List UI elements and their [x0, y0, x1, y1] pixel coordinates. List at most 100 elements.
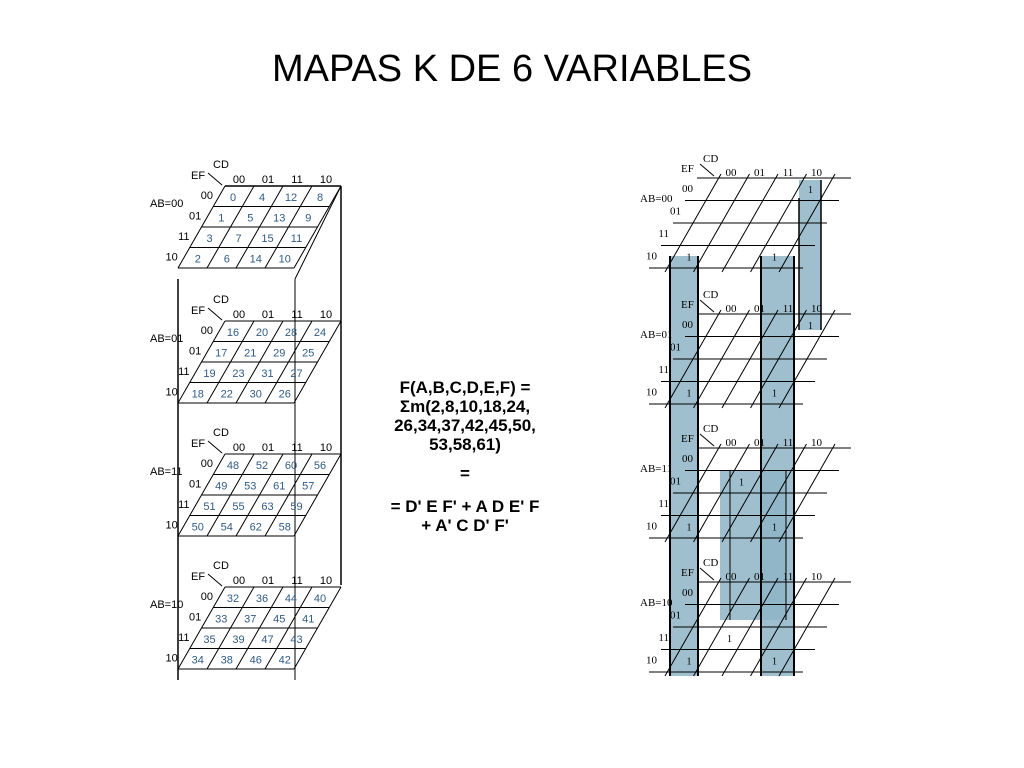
left-col-header: 01: [262, 309, 274, 321]
left-grid-line: [177, 586, 226, 670]
left-grid-line: [177, 453, 226, 537]
right-one-mark: 1: [687, 253, 692, 264]
left-grid-line: [235, 453, 284, 537]
right-col-header: 10: [811, 571, 823, 583]
right-one-mark: 1: [772, 253, 777, 264]
right-one-mark: 1: [772, 657, 777, 668]
right-cd-label: CD: [703, 557, 718, 569]
right-grid-line: [750, 309, 807, 409]
left-minterm-number: 59: [290, 501, 302, 513]
left-minterm-number: 32: [227, 593, 239, 605]
right-grid-line: [721, 577, 779, 677]
left-minterm-number: 9: [305, 213, 311, 225]
left-minterm-number: 33: [215, 614, 227, 626]
slide-title: MAPAS K DE 6 VARIABLES: [271, 48, 753, 90]
right-ef-label: EF: [681, 567, 694, 579]
left-minterm-number: 7: [235, 233, 241, 245]
boolean-equation: F(A,B,C,D,E,F) = Σm(2,8,10,18,24, 26,34,…: [360, 378, 570, 535]
left-grid-line: [177, 320, 226, 404]
left-grid-line: [206, 586, 255, 670]
right-col-header: 10: [811, 167, 823, 179]
left-minterm-number: 28: [285, 327, 297, 339]
equation-equals: =: [460, 464, 470, 483]
left-minterm-number: 15: [261, 233, 273, 245]
left-minterm-number: 1: [218, 213, 224, 225]
left-col-header: 10: [320, 309, 332, 321]
right-col-header: 00: [726, 437, 738, 449]
left-row-header: 00: [201, 190, 213, 202]
right-grid-line: [778, 173, 836, 273]
left-minterm-number: 37: [244, 614, 256, 626]
left-minterm-number: 50: [192, 522, 204, 534]
right-corner-line: [699, 163, 715, 177]
left-col-header: 10: [320, 442, 332, 454]
left-row-header: 11: [178, 499, 189, 511]
left-minterm-number: 61: [273, 481, 285, 493]
left-row-header: 01: [189, 346, 201, 358]
right-grid-line: [750, 173, 807, 273]
left-minterm-number: 35: [203, 634, 215, 646]
left-col-header: 00: [233, 174, 245, 186]
right-one-mark: 1: [808, 321, 813, 332]
left-minterm-number: 47: [261, 634, 273, 646]
left-minterm-number: 27: [290, 368, 302, 380]
right-one-mark: 1: [772, 389, 777, 400]
left-col-header: 00: [233, 442, 245, 454]
left-minterm-number: 26: [279, 389, 291, 401]
right-highlight-prism: [799, 180, 821, 330]
right-col-header: 11: [783, 167, 794, 179]
left-grid-line: [293, 586, 342, 670]
right-ab-label: AB=10: [640, 597, 673, 609]
right-row-header: 10: [646, 521, 658, 533]
left-minterm-number: 49: [215, 481, 227, 493]
right-grid-line: [693, 309, 750, 409]
left-col-header: 01: [262, 174, 274, 186]
left-cd-label: CD: [213, 159, 229, 171]
left-minterm-number: 3: [206, 233, 212, 245]
left-cd-label: CD: [213, 560, 229, 572]
left-grid-line: [264, 320, 313, 404]
left-minterm-number: 53: [244, 481, 256, 493]
right-ab-label: AB=11: [640, 463, 672, 475]
left-cd-label: CD: [213, 294, 229, 306]
left-minterm-number: 63: [261, 501, 273, 513]
left-ab-label: AB=10: [150, 599, 183, 611]
left-minterm-number: 40: [314, 593, 326, 605]
left-grid-line: [293, 185, 342, 269]
right-col-header: 10: [811, 437, 823, 449]
left-grid-line: [177, 185, 226, 269]
left-minterm-number: 14: [250, 254, 262, 266]
right-col-header: 11: [783, 437, 794, 449]
left-minterm-number: 48: [227, 460, 239, 472]
left-grid-line: [206, 453, 255, 537]
left-minterm-number: 31: [261, 368, 273, 380]
left-ef-label: EF: [191, 571, 205, 583]
left-col-header: 11: [291, 309, 302, 321]
left-ab-label: AB=01: [150, 333, 183, 345]
left-minterm-number: 44: [285, 593, 297, 605]
left-minterm-number: 51: [203, 501, 215, 513]
right-ab-label: AB=01: [640, 329, 672, 341]
left-ef-label: EF: [191, 170, 205, 182]
right-col-header: 11: [783, 303, 794, 315]
right-row-header: 10: [646, 387, 658, 399]
left-minterm-number: 20: [256, 327, 268, 339]
left-grid-line: [235, 586, 284, 670]
left-minterm-number: 39: [232, 634, 244, 646]
left-minterm-number: 42: [279, 655, 291, 667]
left-minterm-number: 25: [302, 348, 314, 360]
left-minterm-number: 52: [256, 460, 268, 472]
left-minterm-number: 46: [250, 655, 262, 667]
right-col-header: 00: [726, 571, 738, 583]
right-grid-line: [693, 577, 750, 677]
right-grid-line: [693, 173, 750, 273]
equation-line-4: 53,58,61): [429, 435, 501, 454]
left-grid-line: [206, 185, 255, 269]
left-minterm-number: 34: [192, 655, 204, 667]
left-minterm-number: 0: [230, 192, 236, 204]
left-ab-label: AB=11: [150, 466, 183, 478]
right-grid-line: [778, 443, 836, 543]
left-minterm-number: 38: [221, 655, 233, 667]
